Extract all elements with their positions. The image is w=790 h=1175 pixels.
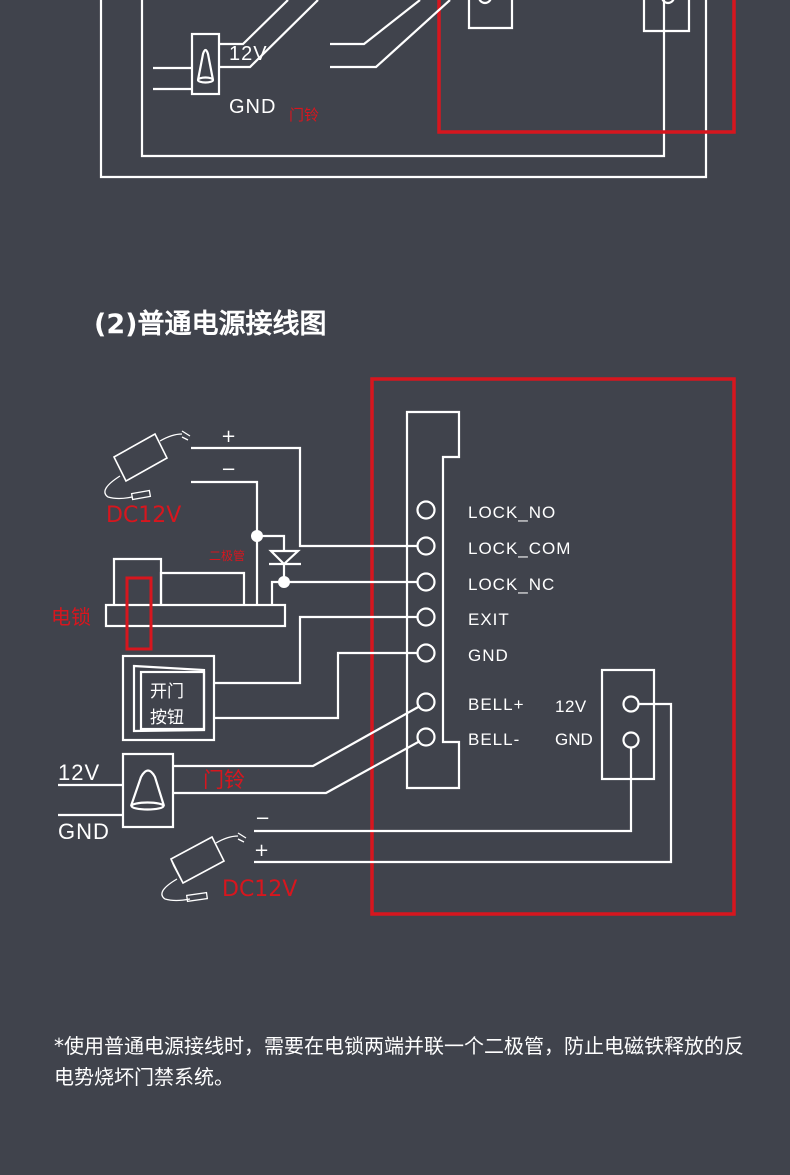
controller-frame [370, 377, 736, 916]
top-diagram: 12V GND 门铃 [99, 0, 736, 179]
label-lock-no: LOCK_NO [468, 503, 556, 522]
top-bell-icon [196, 48, 215, 84]
top-terminal-circle [661, 0, 675, 5]
top-bell-box [190, 32, 221, 96]
wire-power-12v [254, 702, 673, 864]
wire-power-gnd [254, 748, 633, 833]
top-bell-12v-label: 12V [229, 43, 268, 65]
label-lock-nc: LOCK_NC [468, 575, 555, 594]
electric-lock: 电锁 [51, 557, 287, 651]
adapter-bottom-plus: + [254, 840, 269, 861]
diode: 二极管 [209, 530, 418, 605]
top-terminal-block-right [642, 0, 691, 33]
lock-base [104, 603, 287, 628]
label-exit: EXIT [468, 610, 510, 629]
doorbell-gnd-label: GND [58, 819, 110, 844]
top-bell-gnd-label: GND [229, 96, 276, 118]
bell-icon [129, 769, 166, 811]
doorbell: 12V GND 门铃 [58, 752, 245, 844]
wire-bell-minus [173, 740, 421, 795]
wire-plus-to-lock-com [191, 446, 418, 548]
doorbell-12v-label: 12V [58, 760, 100, 785]
terminal-lock-nc [416, 572, 436, 592]
power-adapter-icon [104, 430, 191, 501]
top-bell-wire-2 [219, 0, 319, 69]
label-lock-com: LOCK_COM [468, 539, 571, 558]
diode-icon [268, 549, 301, 566]
top-inner-wire [140, 0, 666, 158]
label-bell-plus: BELL+ [468, 695, 525, 714]
doorbell-box [121, 752, 175, 829]
exit-button-label-1: 开门 [150, 682, 184, 702]
adapter-bottom-minus: − [255, 808, 270, 829]
top-terminal-block-left [467, 0, 514, 30]
terminal-bell-minus [416, 727, 436, 747]
footnote: *使用普通电源接线时，需要在电锁两端并联一个二极管，防止电磁铁释放的反电势烧坏门… [54, 1034, 744, 1089]
adapter-bottom: − + DC12V [161, 808, 297, 903]
lock-body [112, 557, 163, 605]
power-terminal-12v [622, 695, 640, 713]
top-controller-frame [437, 0, 736, 134]
label-bell-minus: BELL- [468, 730, 520, 749]
exit-button: 开门 按钮 [121, 654, 216, 742]
lock-bolt [125, 576, 153, 651]
power-terminal-gnd [622, 731, 640, 749]
adapter-top: + − DC12V [104, 426, 236, 528]
adapter-bottom-name: DC12V [222, 877, 297, 902]
top-bell-wire-2b [330, 0, 451, 69]
terminal-strip [405, 410, 461, 790]
terminal-gnd [416, 643, 436, 663]
doorbell-name: 门铃 [203, 768, 245, 792]
top-bell-wire-1b [330, 0, 421, 46]
top-outer-wire [99, 0, 708, 179]
wire-bell-plus [173, 705, 421, 768]
wire-minus-to-lock [191, 480, 259, 605]
power-adapter-icon [161, 832, 247, 903]
exit-button-frame [121, 654, 216, 742]
terminal-lock-com [416, 536, 436, 556]
terminal-bell-plus [416, 692, 436, 712]
adapter-top-minus: − [221, 459, 236, 480]
main-diagram: LOCK_NO LOCK_COM LOCK_NC EXIT GND BELL+ … [51, 377, 736, 916]
label-gnd: GND [468, 646, 509, 665]
wire-exit-gnd [214, 651, 418, 720]
adapter-top-name: DC12V [106, 503, 181, 528]
section-title: (2)普通电源接线图 [94, 309, 327, 340]
wire-exit [214, 615, 418, 685]
exit-button-label-2: 按钮 [150, 708, 184, 728]
adapter-top-plus: + [221, 426, 236, 447]
power-terminal-block [600, 668, 656, 781]
label-power-gnd: GND [555, 730, 593, 749]
diode-label: 二极管 [209, 548, 245, 563]
top-terminal-circle [478, 0, 492, 5]
top-bell-wire-1 [219, 0, 289, 46]
lock-housing [159, 571, 246, 605]
top-bell-name: 门铃 [289, 106, 319, 124]
terminal-circles [416, 500, 436, 747]
terminal-labels: LOCK_NO LOCK_COM LOCK_NC EXIT GND BELL+ … [468, 503, 571, 749]
terminal-lock-no [416, 500, 436, 520]
terminal-exit [416, 607, 436, 627]
label-power-12v: 12V [555, 697, 587, 716]
lock-label: 电锁 [51, 605, 91, 629]
